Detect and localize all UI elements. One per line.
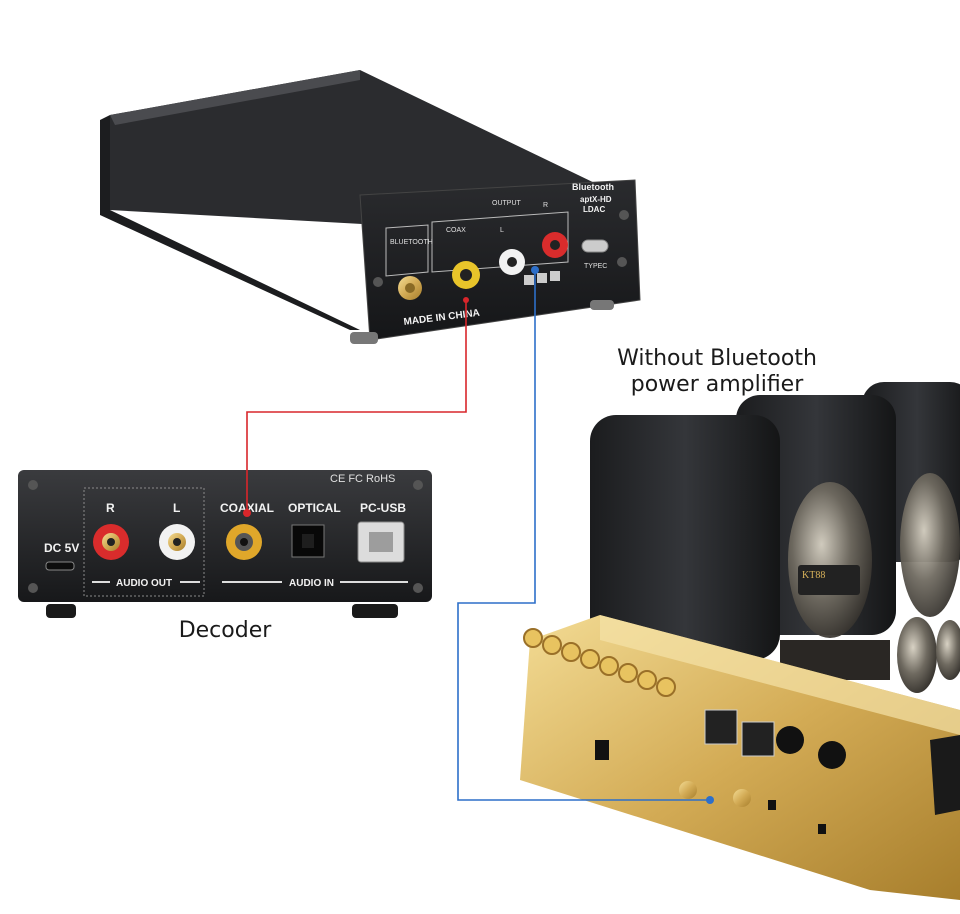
speaker-terminals	[523, 628, 676, 697]
receiver-coax-label: COAX	[446, 227, 466, 234]
decoder-device: DC 5V R L COAXIAL OPTICAL PC-USB CE FC R…	[18, 470, 432, 618]
receiver-bluetooth-label: BLUETOOTH	[390, 239, 433, 246]
small-tube	[897, 617, 937, 693]
amp-caption-line2: power amplifier	[630, 372, 804, 397]
transformer-front	[590, 415, 780, 660]
decoder-dc-label: DC 5V	[44, 541, 79, 555]
decoder-pcusb-label: PC-USB	[360, 501, 406, 515]
screw	[373, 277, 383, 287]
bluetooth-receiver: BLUETOOTH COAX OUTPUT L R Bluetooth aptX…	[100, 70, 641, 344]
receiver-brand-line2: aptX-HD	[580, 195, 612, 204]
receiver-brand-line3: LDAC	[583, 205, 605, 214]
receiver-right-label: R	[543, 202, 548, 209]
kt88-tube-2	[900, 473, 960, 617]
receiver-output-label: OUTPUT	[492, 200, 522, 207]
decoder-audio-in-label: AUDIO IN	[289, 578, 334, 589]
receiver-brand-line1: Bluetooth	[572, 182, 614, 192]
dc-power-port	[45, 561, 75, 571]
analog-cable	[457, 270, 709, 801]
tube-label: KT88	[802, 570, 825, 581]
rca-input-left	[679, 781, 697, 799]
screw	[28, 480, 38, 490]
coax-cable	[246, 300, 467, 512]
amp-caption: Without Bluetooth power amplifier	[600, 346, 834, 398]
receiver-foot	[350, 332, 378, 344]
kt88-tube	[788, 482, 872, 638]
decoder-cert-marks: CE FC RoHS	[330, 473, 395, 485]
decoder-optical-label: OPTICAL	[288, 501, 341, 515]
usb-c-port	[581, 239, 609, 253]
receiver-left-label: L	[500, 227, 504, 234]
receiver-typec-label: TYPEC	[584, 263, 607, 270]
receiver-top	[110, 70, 630, 225]
volume-knob	[776, 726, 804, 754]
amp-caption-line1: Without Bluetooth	[617, 346, 817, 371]
rca-input-right	[733, 789, 751, 807]
decoder-caption: Decoder	[178, 618, 272, 643]
decoder-left-label: L	[173, 501, 180, 515]
decoder-right-label: R	[106, 501, 115, 515]
decoder-front-panel	[18, 470, 432, 602]
cert-icon	[524, 275, 534, 285]
tube-amplifier: KT88	[520, 382, 960, 900]
xlr-input	[704, 709, 738, 745]
power-switch	[595, 740, 609, 760]
decoder-audio-out-label: AUDIO OUT	[116, 578, 172, 589]
display-window	[930, 735, 960, 815]
decoder-foot	[46, 604, 76, 618]
